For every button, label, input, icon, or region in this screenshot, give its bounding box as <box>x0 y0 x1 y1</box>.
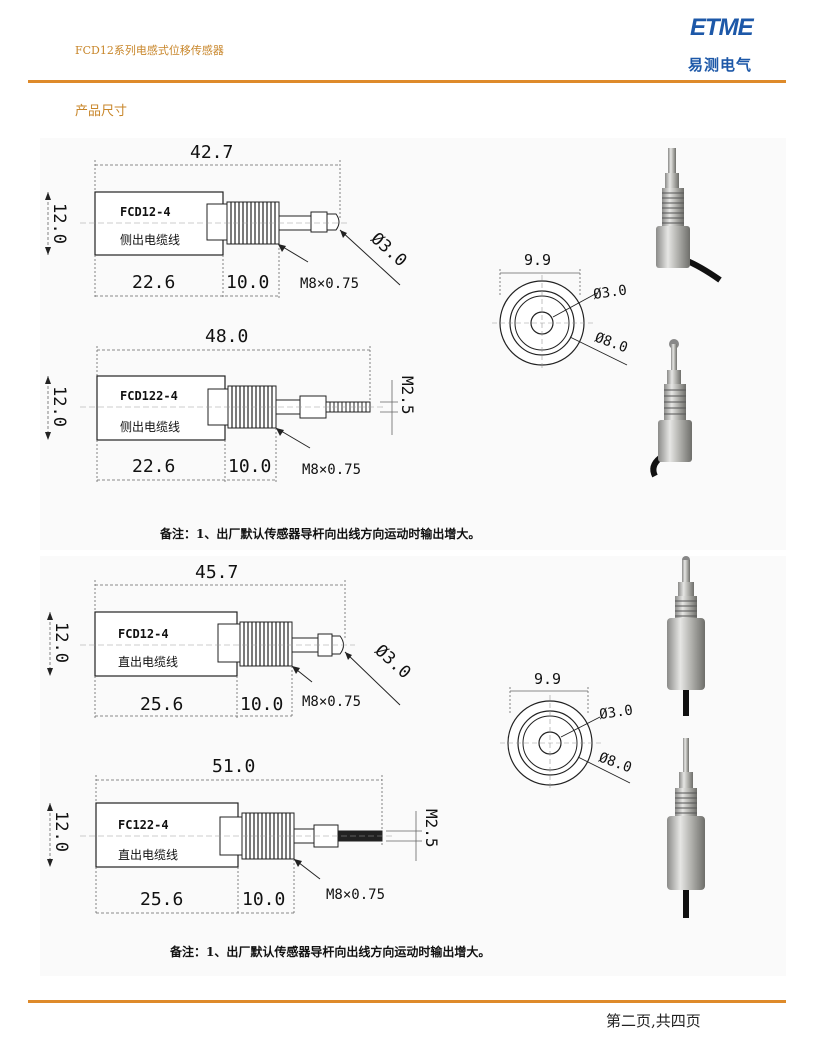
dim-body: 22.6 <box>132 272 175 293</box>
cable-label: 侧出电缆线 <box>120 233 180 247</box>
dim-thread-length: 10.0 <box>240 694 283 715</box>
dim-thread-length: 10.0 <box>228 456 271 477</box>
thread-spec: M8×0.75 <box>326 887 385 903</box>
footer-rule <box>28 1000 786 1003</box>
note-side-outlet: 备注：1、出厂默认传感器导杆向出线方向运动时输出增大。 <box>160 527 481 541</box>
end-view-width: 9.9 <box>524 251 551 269</box>
thread-spec: M8×0.75 <box>300 276 359 292</box>
dim-thread-length: 10.0 <box>242 889 285 910</box>
product-photo-straight-outlet-1 <box>667 556 705 716</box>
end-view-side-outlet: 9.9 Ø3.0 Ø8.0 <box>492 251 630 371</box>
dim-height: 12.0 <box>51 811 71 852</box>
dim-body: 22.6 <box>132 456 175 477</box>
end-view-width: 9.9 <box>534 670 561 688</box>
dim-thread-length: 10.0 <box>226 272 269 293</box>
tip-diameter: Ø3.0 <box>367 229 411 271</box>
end-view-inner-diameter: Ø3.0 <box>592 282 628 303</box>
tip-diameter: Ø3.0 <box>371 641 415 683</box>
page-number: 第二页,共四页 <box>606 1012 701 1030</box>
model-label: FCD12-4 <box>120 205 171 219</box>
cable-label: 侧出电缆线 <box>120 420 180 434</box>
thread-spec: M8×0.75 <box>302 462 361 478</box>
dim-height: 12.0 <box>49 203 69 244</box>
dim-height: 12.0 <box>51 622 71 663</box>
cable-label: 直出电缆线 <box>118 848 178 862</box>
header-rule <box>28 80 786 83</box>
dim-body: 25.6 <box>140 694 183 715</box>
dim-length: 42.7 <box>190 142 233 163</box>
dim-length: 51.0 <box>212 756 255 777</box>
rod-thread: M2.5 <box>422 809 441 848</box>
drawing-fcd12-4-side: 42.7 12.0 FCD12-4 侧出电缆线 22.6 10.0 M8×0.7… <box>45 142 411 298</box>
model-label: FCD122-4 <box>120 389 178 403</box>
model-label: FCD12-4 <box>118 627 169 641</box>
thread-spec: M8×0.75 <box>302 694 361 710</box>
end-view-straight-outlet: 9.9 Ø3.0 Ø8.0 <box>500 670 634 791</box>
model-label: FC122-4 <box>118 818 169 832</box>
end-view-outer-diameter: Ø8.0 <box>593 330 630 357</box>
product-photo-straight-outlet-2 <box>667 738 705 918</box>
company-logo-mark: ETME <box>690 14 754 41</box>
note-straight-outlet: 备注：1、出厂默认传感器导杆向出线方向运动时输出增大。 <box>170 945 491 959</box>
cable-label: 直出电缆线 <box>118 655 178 669</box>
product-photo-side-outlet-1 <box>656 148 722 283</box>
section-heading: 产品尺寸 <box>75 104 128 119</box>
document-header-title: FCD12系列电感式位移传感器 <box>75 44 224 57</box>
end-view-outer-diameter: Ø8.0 <box>597 750 634 777</box>
drawing-fcd122-4-side: 48.0 12.0 FCD122-4 侧出电缆线 M2.5 22.6 10.0 … <box>45 326 417 482</box>
dim-length: 45.7 <box>195 562 238 583</box>
rod-thread: M2.5 <box>398 376 417 415</box>
end-view-inner-diameter: Ø3.0 <box>598 702 634 723</box>
dim-body: 25.6 <box>140 889 183 910</box>
product-photo-side-outlet-2 <box>650 339 692 478</box>
drawing-fc122-4-straight: 51.0 12.0 FC122-4 直出电缆线 M2.5 25.6 10.0 M… <box>47 756 441 915</box>
company-logo-name: 易测电气 <box>688 56 753 74</box>
drawing-fcd12-4-straight: 45.7 12.0 FCD12-4 直出电缆线 25.6 10.0 M8×0.7… <box>47 562 415 718</box>
dim-height: 12.0 <box>49 386 69 427</box>
dim-length: 48.0 <box>205 326 248 347</box>
